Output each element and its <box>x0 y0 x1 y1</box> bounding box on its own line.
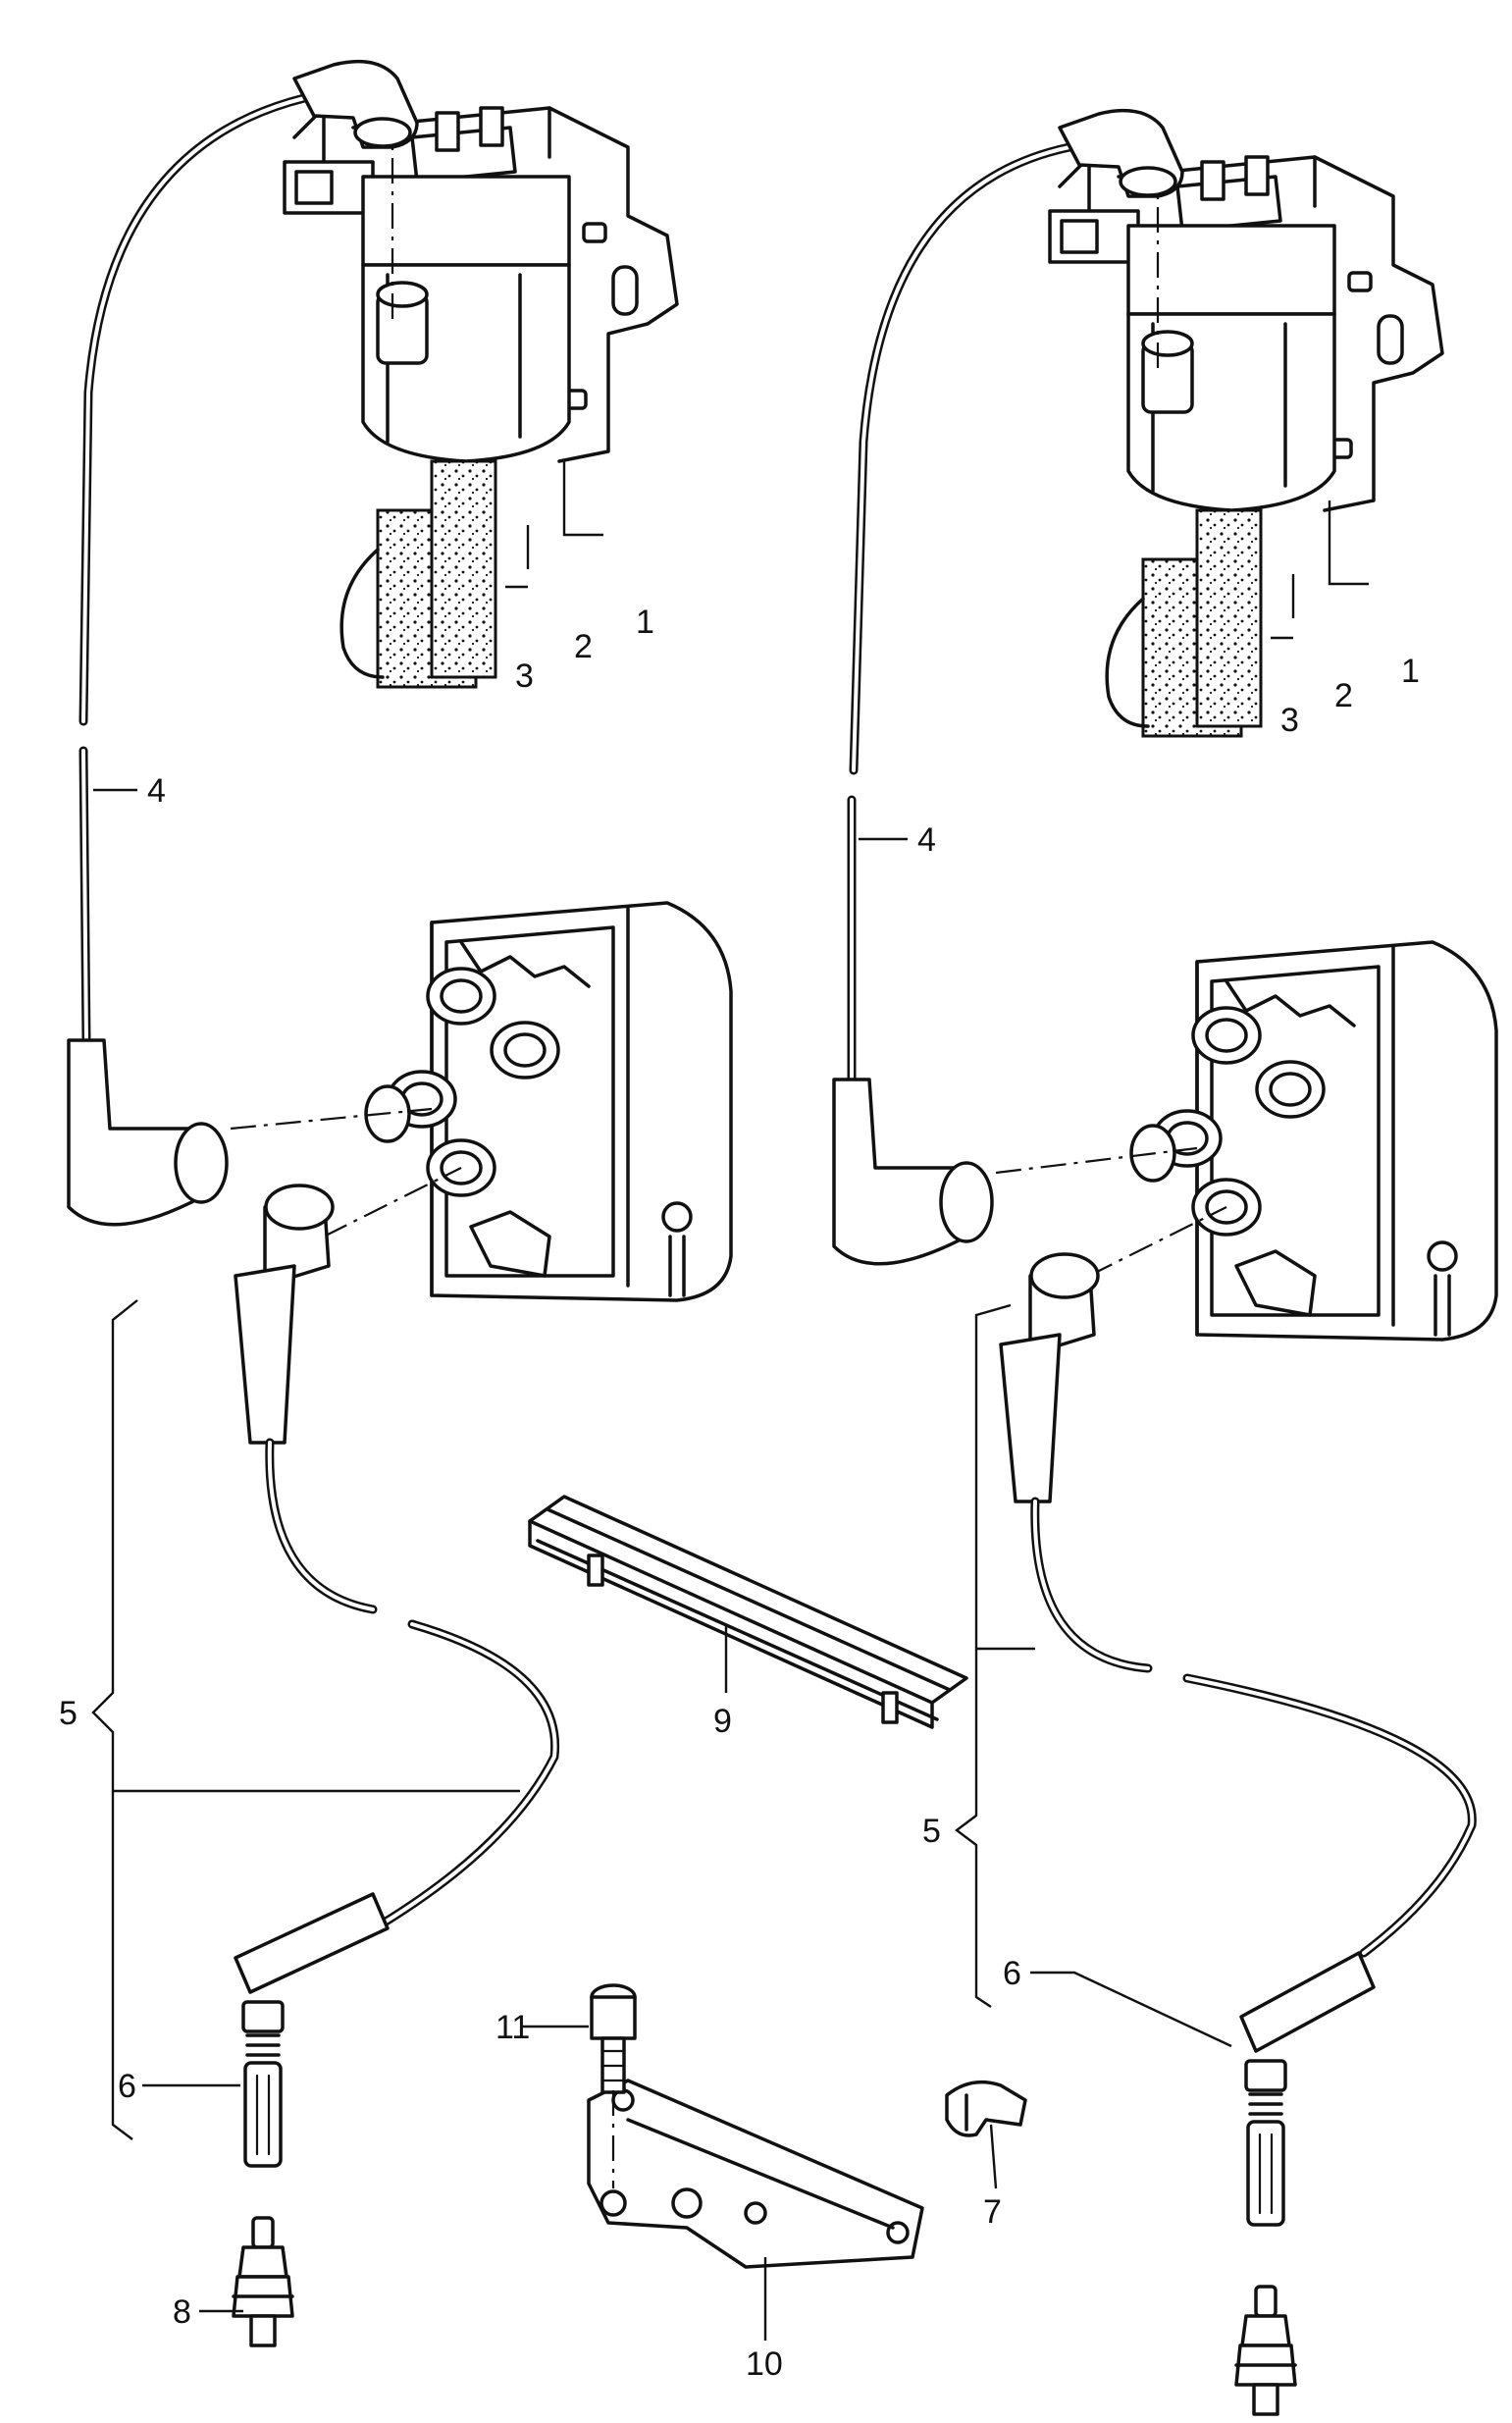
ignition-coil-right <box>1048 150 1444 738</box>
right-assembly <box>832 108 1498 2416</box>
callout-9: 9 <box>713 1703 732 1740</box>
bolt <box>590 1983 637 2188</box>
ignition-coil-left <box>283 101 679 689</box>
callout-1-left: 1 <box>636 604 654 641</box>
callout-7: 7 <box>983 2193 1002 2231</box>
bracket <box>587 2079 924 2269</box>
callout-6-right: 6 <box>1003 1955 1021 1992</box>
clip <box>945 2080 1027 2137</box>
callout-6-left: 6 <box>118 2068 136 2105</box>
left-assembly <box>67 59 968 2347</box>
distributor-cap-right <box>1129 940 1498 1342</box>
callout-3-right: 3 <box>1280 702 1299 739</box>
ht-lead-left <box>67 59 419 1227</box>
plug-connector-right <box>1244 2059 1287 2227</box>
callout-3-left: 3 <box>515 658 534 695</box>
callout-4-left: 4 <box>147 772 166 810</box>
callout-2-left: 2 <box>574 628 593 665</box>
distributor-cap-left <box>364 901 733 1302</box>
ht-lead-right <box>832 108 1184 1266</box>
ignition-lead-right <box>999 1252 1477 2053</box>
callout-8: 8 <box>173 2293 191 2331</box>
retaining-strip <box>528 1495 968 1729</box>
callout-2-right: 2 <box>1334 677 1353 714</box>
callout-5-left: 5 <box>59 1695 78 1732</box>
callout-10: 10 <box>746 2345 783 2383</box>
spark-plug-left <box>232 2216 294 2347</box>
callout-11: 11 <box>495 2009 530 2046</box>
ignition-lead-left <box>234 1184 560 1994</box>
spark-plug-right <box>1234 2285 1297 2416</box>
callout-1-right: 1 <box>1401 653 1420 690</box>
callout-5-right: 5 <box>922 1813 941 1850</box>
callout-4-right: 4 <box>917 821 936 859</box>
plug-connector-left <box>241 2000 285 2168</box>
